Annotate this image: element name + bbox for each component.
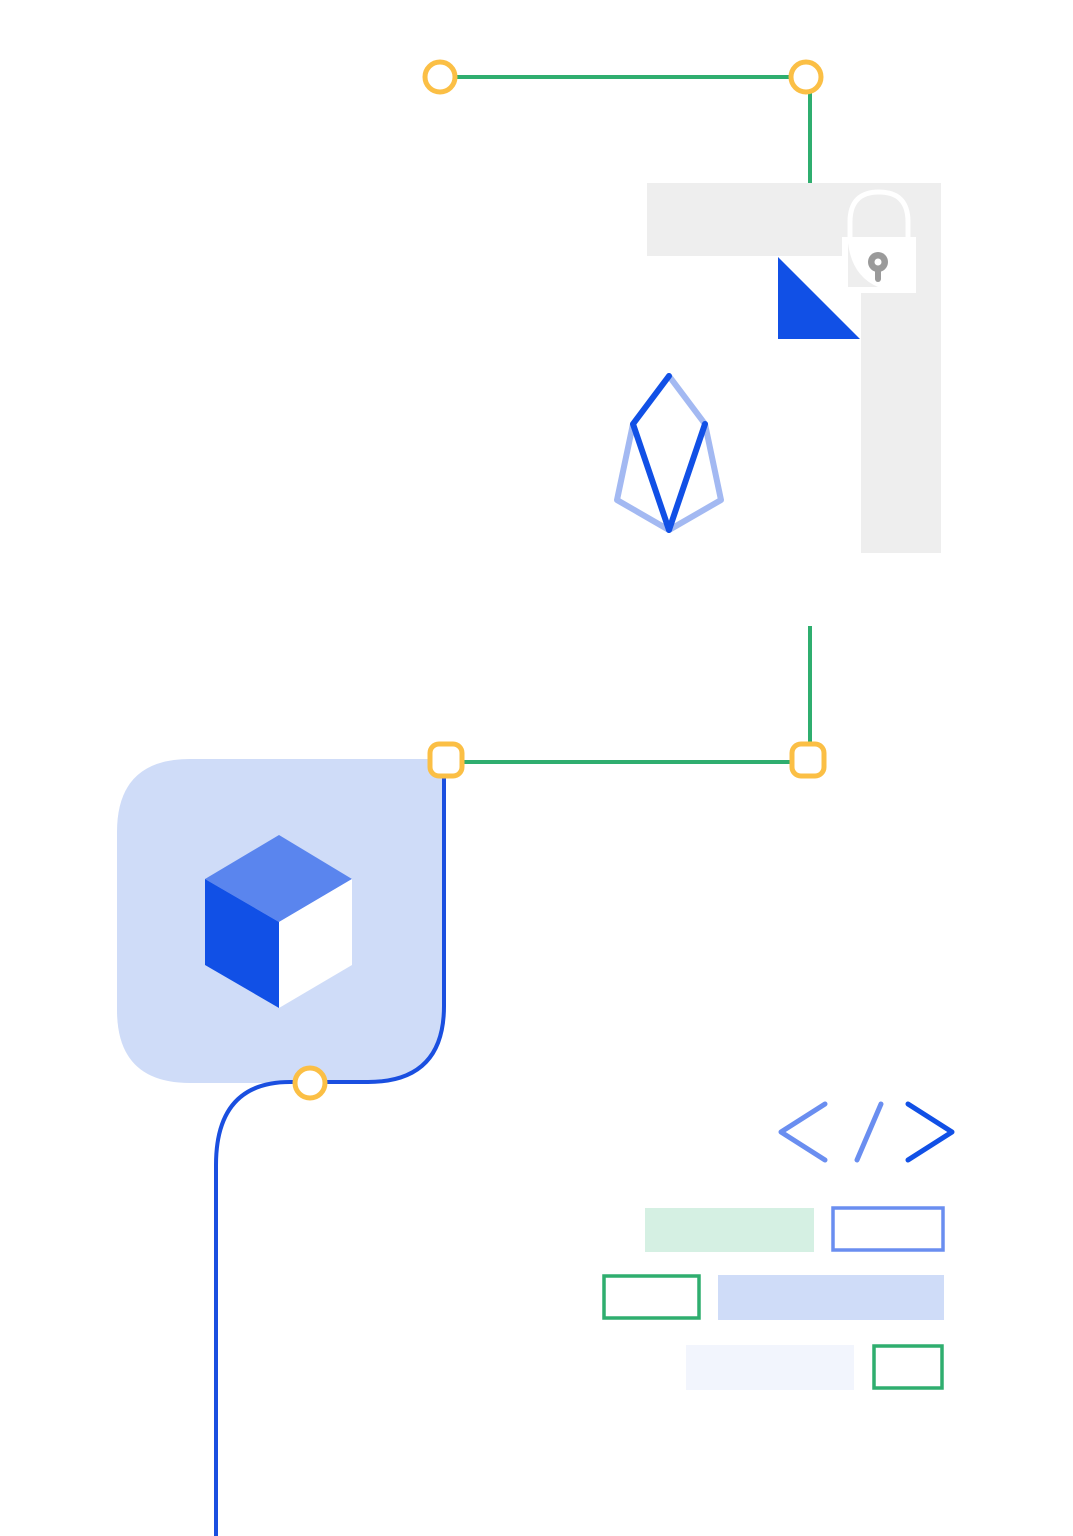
padlock-shade — [848, 243, 878, 287]
code-block — [872, 1344, 944, 1390]
padlock-icon — [842, 189, 916, 293]
code-brackets-icon — [778, 1101, 955, 1163]
cube-face-left — [205, 879, 279, 1008]
padlock-shackle — [847, 189, 911, 240]
connector-node-square[interactable] — [789, 741, 827, 779]
crystal-outline-light — [614, 373, 724, 533]
crystal-logo-icon — [614, 373, 724, 533]
code-bracket-right — [905, 1101, 955, 1163]
code-slash — [854, 1101, 884, 1163]
connector-node-square[interactable] — [427, 741, 465, 779]
connector-node-circle[interactable] — [422, 59, 458, 95]
corner-triangle-icon — [778, 257, 860, 339]
code-bracket-left — [778, 1101, 828, 1163]
connector-node-circle[interactable] — [292, 1065, 328, 1101]
code-block — [686, 1345, 854, 1390]
padlock-keyhole-stem — [875, 264, 881, 282]
code-block — [831, 1206, 945, 1252]
padlock-keyhole-dot — [874, 258, 882, 266]
code-blocks — [602, 1206, 945, 1390]
cube-face-top — [205, 835, 352, 922]
connector-node-circle[interactable] — [788, 59, 824, 95]
code-block — [645, 1208, 814, 1252]
top-connector — [422, 59, 824, 186]
cube-tile — [117, 759, 444, 1083]
connector-line-blue — [214, 760, 446, 1536]
cube-face-right — [279, 879, 352, 1008]
code-block — [602, 1274, 701, 1320]
cube-icon — [205, 835, 352, 1008]
code-block — [718, 1275, 944, 1320]
crystal-outline-dark — [630, 373, 708, 533]
middle-connector — [446, 626, 812, 764]
